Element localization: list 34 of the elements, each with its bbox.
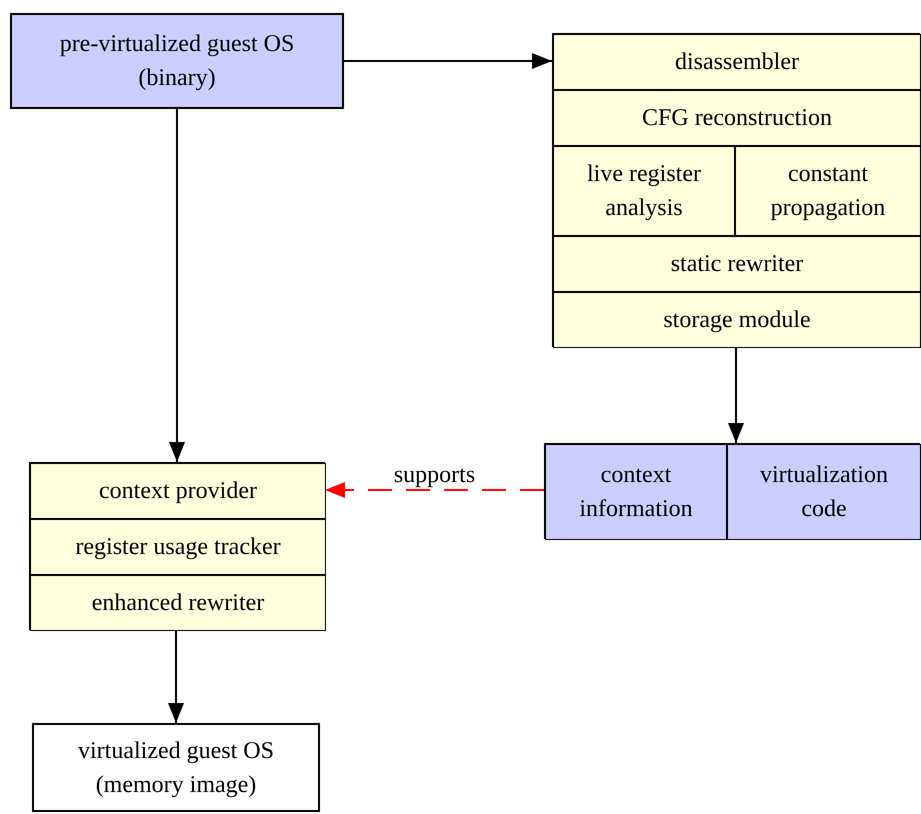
record-cell: [545, 444, 727, 540]
arrow: [728, 347, 744, 443]
record-cell: [727, 444, 921, 540]
record-cell: [553, 236, 921, 292]
record-cell: [30, 519, 326, 575]
arrow: [169, 109, 185, 462]
node-text: virtualization code: [759, 461, 889, 524]
record-cell: [30, 463, 326, 519]
node-text: constant propagation: [770, 160, 886, 223]
arrow: [344, 53, 552, 69]
node-text: storage module: [662, 306, 812, 335]
node-text: context provider: [98, 477, 258, 506]
record-box: [552, 33, 920, 347]
record-box: [29, 462, 325, 630]
record-cell: [735, 146, 921, 236]
node-text: enhanced rewriter: [90, 589, 266, 618]
node-text: pre-virtualized guest OS (binary): [58, 30, 296, 93]
record-cell: [553, 292, 921, 348]
node-text: disassembler: [674, 48, 800, 77]
node-text: static rewriter: [670, 250, 804, 279]
node-text: register usage tracker: [74, 533, 282, 562]
record-cell: [30, 575, 326, 631]
node-text: context information: [578, 461, 694, 524]
process-box: [10, 13, 344, 109]
node-text: CFG reconstruction: [641, 104, 833, 133]
arrow: [168, 630, 184, 723]
record-cell: [553, 34, 921, 90]
record-cell: [553, 90, 921, 146]
record-box: [544, 443, 920, 539]
record-cell: [553, 146, 735, 236]
node-text: live register analysis: [586, 160, 702, 223]
arrow: [325, 482, 544, 498]
process-box: [32, 723, 320, 812]
node-text: virtualized guest OS (memory image): [77, 736, 275, 800]
